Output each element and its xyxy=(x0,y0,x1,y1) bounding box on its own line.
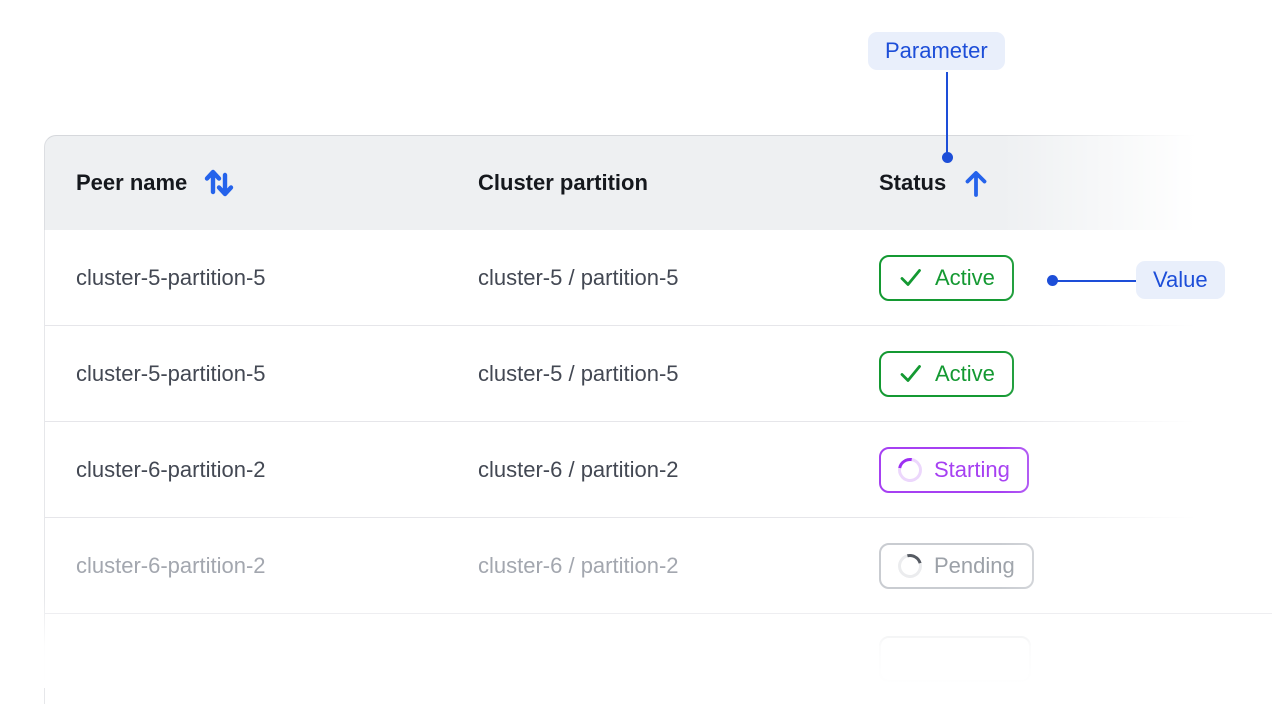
check-icon xyxy=(900,269,921,286)
spinner-icon xyxy=(893,549,927,582)
table-row-partial xyxy=(45,614,1272,704)
status-badge-label: Active xyxy=(935,264,995,290)
table-row[interactable]: cluster-6-partition-2 cluster-6 / partit… xyxy=(45,518,1272,614)
spinner-icon xyxy=(893,452,927,487)
column-header-peer-name-label: Peer name xyxy=(76,170,188,195)
cluster-partition-cell: cluster-5 / partition-5 xyxy=(478,264,679,290)
status-badge-label: Pending xyxy=(934,552,1015,578)
status-badge-faded xyxy=(879,636,1031,682)
check-icon xyxy=(900,365,921,382)
status-badge-active: Active xyxy=(879,350,1014,397)
sort-ascending-icon[interactable] xyxy=(962,167,990,199)
status-badge-label: Active xyxy=(935,360,995,386)
parameter-callout-label: Parameter xyxy=(868,32,1005,70)
table-row[interactable]: cluster-5-partition-5 cluster-5 / partit… xyxy=(45,326,1272,422)
value-connector-line xyxy=(1052,280,1136,282)
column-header-peer-name[interactable]: Peer name xyxy=(76,163,478,203)
status-badge-pending: Pending xyxy=(879,542,1034,589)
status-badge-active: Active xyxy=(879,254,1014,301)
column-header-status-label: Status xyxy=(879,170,947,195)
table-row[interactable]: cluster-6-partition-2 cluster-6 / partit… xyxy=(45,422,1272,518)
cluster-partition-cell: cluster-5 / partition-5 xyxy=(478,360,679,386)
peers-table: Peer name Cluster partition Status clust… xyxy=(44,135,1272,704)
status-badge-starting: Starting xyxy=(879,446,1029,493)
peer-name-cell: cluster-6-partition-2 xyxy=(76,552,266,578)
table-row[interactable]: cluster-5-partition-5 cluster-5 / partit… xyxy=(45,230,1272,326)
value-callout-label: Value xyxy=(1136,261,1225,299)
column-header-cluster-partition-label: Cluster partition xyxy=(478,170,648,195)
column-header-cluster-partition[interactable]: Cluster partition xyxy=(478,170,879,196)
peer-name-cell: cluster-5-partition-5 xyxy=(76,360,266,386)
table-body: cluster-5-partition-5 cluster-5 / partit… xyxy=(44,230,1272,704)
parameter-connector-line xyxy=(946,72,948,155)
peer-name-cell: cluster-5-partition-5 xyxy=(76,264,266,290)
table-header-row: Peer name Cluster partition Status xyxy=(44,135,1272,230)
column-header-status[interactable]: Status xyxy=(879,167,1272,199)
sort-both-icon[interactable] xyxy=(203,163,235,203)
peer-name-cell: cluster-6-partition-2 xyxy=(76,456,266,482)
cluster-partition-cell: cluster-6 / partition-2 xyxy=(478,552,679,578)
cluster-partition-cell: cluster-6 / partition-2 xyxy=(478,456,679,482)
value-connector-dot xyxy=(1047,275,1058,286)
status-badge-label: Starting xyxy=(934,456,1010,482)
parameter-connector-dot xyxy=(942,152,953,163)
